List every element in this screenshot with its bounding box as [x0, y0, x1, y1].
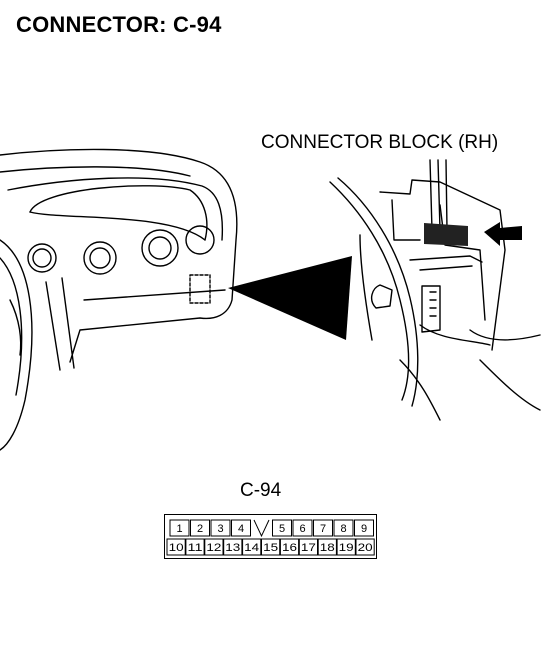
pin-cell: [336, 538, 356, 556]
pin-number: 3: [217, 523, 223, 535]
pin-number: 15: [263, 542, 278, 554]
pin-number: 17: [301, 542, 316, 554]
pin-number: 9: [361, 523, 367, 535]
pin-cell: [355, 538, 375, 556]
connector-key-slot: [253, 519, 270, 538]
page-title: CONNECTOR: C-94: [16, 12, 222, 37]
pin-cell: [354, 519, 374, 537]
pin-cell: [223, 538, 243, 556]
pin-cell: [231, 519, 251, 537]
connector-outline: [164, 514, 377, 559]
pin-number: 4: [238, 523, 244, 535]
pin-cell: [272, 519, 292, 537]
pin-number: 13: [225, 542, 240, 554]
pin-cell: [190, 519, 210, 537]
connector-block-label: CONNECTOR BLOCK (RH): [261, 132, 499, 153]
pin-cell: [333, 519, 354, 537]
pin-number: 1: [176, 523, 182, 535]
dashboard-illustration: [0, 148, 541, 451]
pin-cell: [166, 538, 186, 556]
pin-number: 11: [188, 542, 203, 554]
pin-number: 19: [339, 542, 354, 554]
pin-cell: [169, 519, 190, 537]
pin-number: 5: [279, 523, 285, 535]
pin-number: 7: [320, 523, 326, 535]
pin-cell: [317, 538, 337, 556]
pin-cell: [313, 519, 333, 537]
pin-number: 16: [282, 542, 297, 554]
pin-cell: [242, 538, 262, 556]
pin-cell: [298, 538, 319, 556]
pin-number: 20: [358, 542, 373, 554]
pin-number: 8: [340, 523, 346, 535]
pin-cell: [204, 538, 224, 556]
pin-cell: [292, 519, 313, 537]
pin-number: 12: [206, 542, 221, 554]
pin-cell: [279, 538, 300, 556]
pin-cell: [185, 538, 205, 556]
pin-number: 6: [299, 523, 305, 535]
pin-cell: [261, 538, 281, 556]
pin-number: 18: [320, 542, 335, 554]
pin-number: 10: [169, 542, 184, 554]
pin-number: 14: [244, 542, 259, 554]
connector-label: C-94: [240, 480, 282, 501]
pin-cell: [210, 519, 231, 537]
pin-number: 2: [197, 523, 203, 535]
